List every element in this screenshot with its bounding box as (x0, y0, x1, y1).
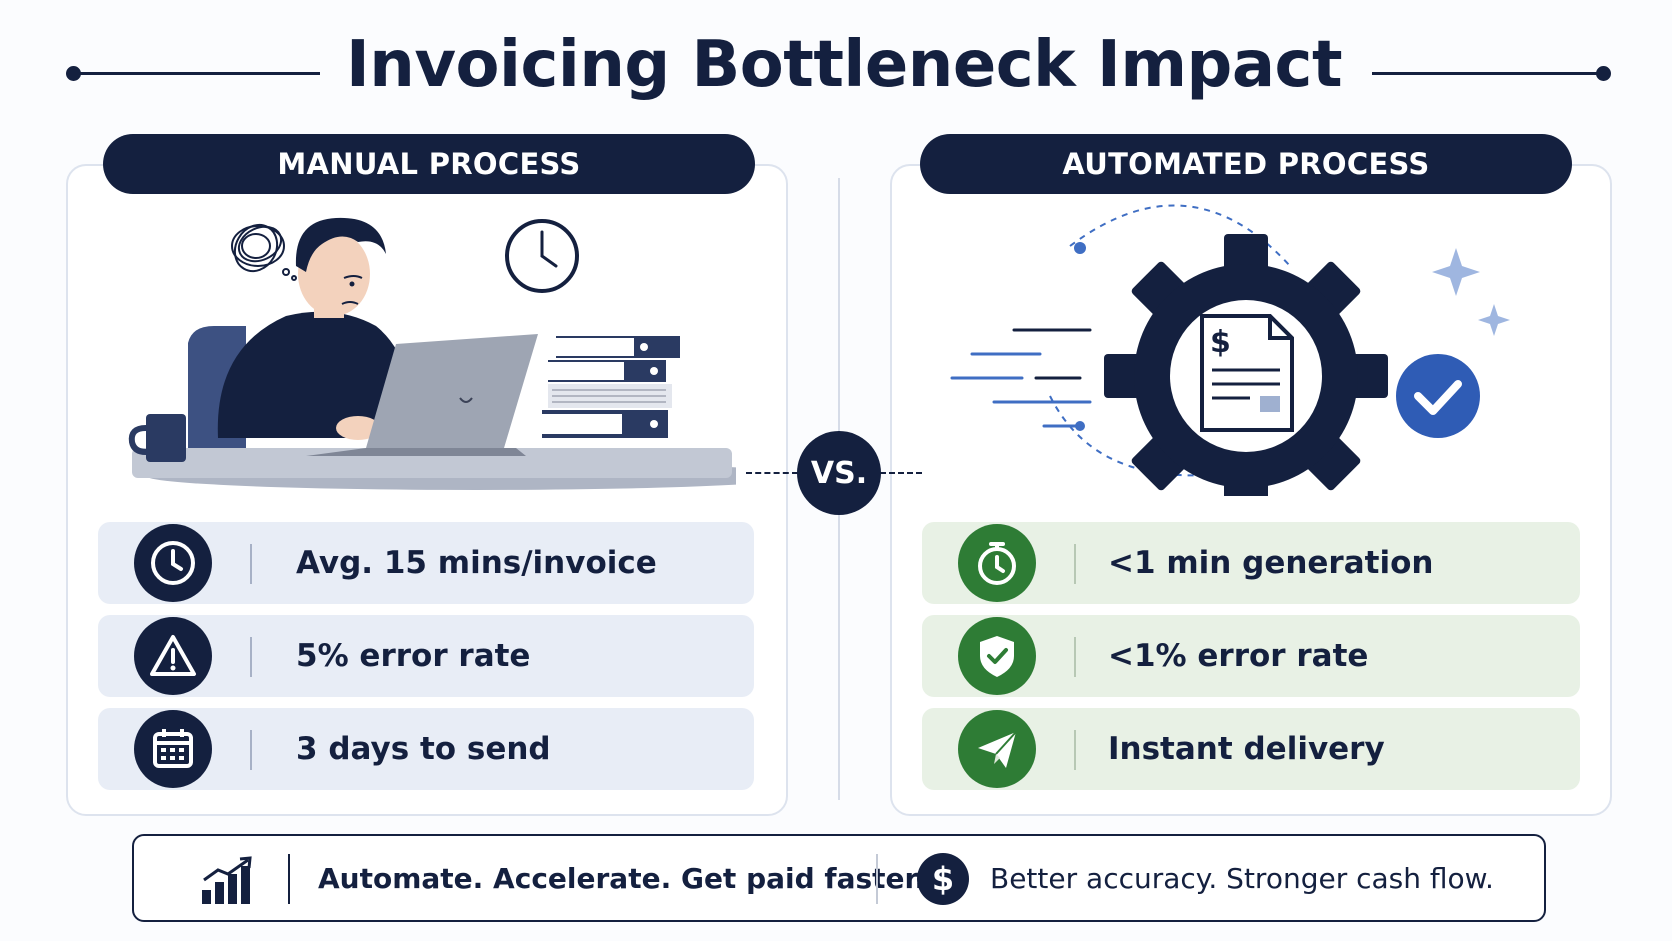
footer-benefit: Better accuracy. Stronger cash flow. (990, 861, 1494, 895)
warning-icon (134, 617, 212, 695)
sparkle-icon (1432, 248, 1480, 296)
gear-icon: $ (1104, 234, 1388, 496)
wall-clock-icon (505, 219, 579, 293)
vs-badge: VS. (797, 431, 881, 515)
manual-errors-text: 5% error rate (296, 638, 531, 674)
auto-row-errors: <1% error rate (922, 615, 1580, 697)
check-badge-icon (1396, 354, 1480, 438)
invoice-document-icon: $ (1200, 314, 1294, 432)
manual-process-header: MANUAL PROCESS (103, 134, 755, 194)
sparkle-small-icon (1478, 304, 1510, 336)
auto-delivery-text: Instant delivery (1108, 731, 1385, 767)
vs-connector-left (746, 472, 798, 474)
manual-process-panel (66, 164, 788, 816)
shield-check-icon (958, 617, 1036, 695)
row-separator (250, 730, 252, 770)
manual-row-errors: 5% error rate (98, 615, 754, 697)
footer-banner: Automate. Accelerate. Get paid faster. $… (132, 834, 1546, 922)
manual-delivery-text: 3 days to send (296, 731, 551, 767)
thought-scribble-icon (231, 223, 297, 281)
automation-gear-illustration: $ (950, 204, 1510, 496)
manual-time-text: Avg. 15 mins/invoice (296, 545, 657, 581)
footer-slogan: Automate. Accelerate. Get paid faster. (318, 861, 925, 895)
manual-row-delivery: 3 days to send (98, 708, 754, 790)
stopwatch-icon (958, 524, 1036, 602)
coffee-mug-icon (128, 414, 186, 462)
dollar-coin-icon: $ (917, 853, 969, 905)
manual-row-time: Avg. 15 mins/invoice (98, 522, 754, 604)
growth-chart-icon (202, 856, 252, 904)
paper-plane-icon (958, 710, 1036, 788)
row-separator (1074, 544, 1076, 584)
calendar-icon (134, 710, 212, 788)
footer-separator (288, 854, 290, 904)
row-separator (1074, 637, 1076, 677)
row-separator (1074, 730, 1076, 770)
footer-separator (876, 854, 878, 904)
auto-row-delivery: Instant delivery (922, 708, 1580, 790)
svg-text:$: $ (1210, 325, 1231, 360)
row-separator (250, 637, 252, 677)
title-rule-dot-right (1596, 66, 1611, 81)
title-rule-right (1372, 72, 1604, 75)
title-row: Invoicing Bottleneck Impact (0, 28, 1672, 118)
auto-row-time: <1 min generation (922, 522, 1580, 604)
clock-icon (134, 524, 212, 602)
stressed-worker-illustration (128, 217, 736, 490)
auto-time-text: <1 min generation (1108, 545, 1434, 581)
binder-stack-icon (542, 336, 680, 438)
title-rule-left (72, 72, 320, 75)
automated-process-header: AUTOMATED PROCESS (920, 134, 1572, 194)
auto-errors-text: <1% error rate (1108, 638, 1369, 674)
vs-connector-right (880, 472, 922, 474)
page-title: Invoicing Bottleneck Impact (345, 28, 1343, 102)
row-separator (250, 544, 252, 584)
